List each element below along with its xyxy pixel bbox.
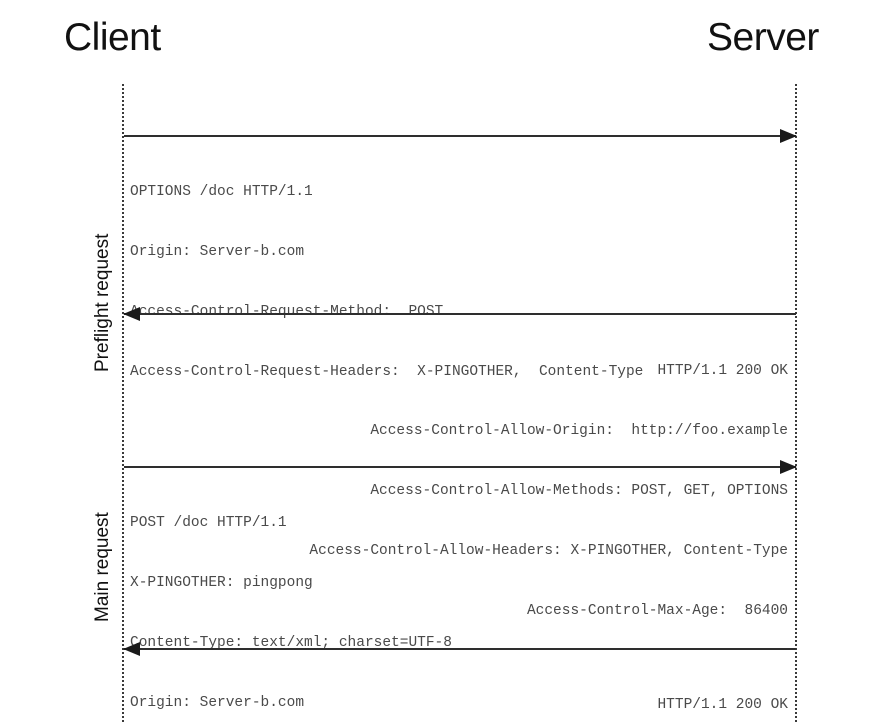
message-text-preflight-response: HTTP/1.1 200 OK Access-Control-Allow-Ori… [309, 321, 788, 661]
arrowhead-right-icon [780, 129, 797, 143]
message-line: Origin: Server-b.com [130, 695, 305, 711]
phase-label-preflight-request: Preflight request [92, 233, 113, 372]
message-line: HTTP/1.1 200 OK [657, 363, 788, 379]
lifeline-client [122, 84, 124, 722]
arrow-line [124, 135, 796, 137]
message-line: HTTP/1.1 200 OK [657, 697, 788, 713]
message-line: Access-Control-Request-Method: POST [130, 304, 444, 320]
participant-heading-client: Client [64, 16, 161, 59]
message-line: Content-Type: text/xml; charset=UTF-8 [130, 635, 452, 651]
message-line: X-PINGOTHER: pingpong [130, 575, 313, 591]
phase-label-main-request: Main request [92, 512, 113, 622]
message-line: Access-Control-Max-Age: 86400 [526, 603, 788, 619]
arrow-line [124, 648, 796, 650]
arrowhead-left-icon [123, 642, 140, 656]
message-text-main-request: POST /doc HTTP/1.1 X-PINGOTHER: pingpong… [130, 473, 643, 722]
message-line: Origin: Server-b.com [130, 244, 305, 260]
participant-heading-server: Server [707, 16, 819, 59]
arrow-preflight-response [123, 307, 796, 321]
message-line: Access-Control-Allow-Methods: POST, GET,… [370, 483, 788, 499]
arrowhead-right-icon [780, 460, 797, 474]
message-line: OPTIONS /doc HTTP/1.1 [130, 184, 313, 200]
message-text-preflight-request: OPTIONS /doc HTTP/1.1 Origin: Server-b.c… [130, 142, 643, 422]
message-line: Access-Control-Allow-Headers: X-PINGOTHE… [309, 543, 788, 559]
arrow-line [124, 466, 796, 468]
arrow-line [124, 313, 796, 315]
message-line: POST /doc HTTP/1.1 [130, 515, 287, 531]
message-line: Access-Control-Request-Headers: X-PINGOT… [130, 364, 644, 380]
arrow-main-request [124, 460, 797, 474]
lifeline-server [795, 84, 797, 722]
arrow-main-response [123, 642, 796, 656]
message-text-main-response: HTTP/1.1 200 OK Access-Control-Allow-Ori… [370, 655, 788, 722]
arrow-preflight-request [124, 129, 797, 143]
message-line: Access-Control-Allow-Origin: http://foo.… [370, 423, 788, 439]
arrowhead-left-icon [123, 307, 140, 321]
